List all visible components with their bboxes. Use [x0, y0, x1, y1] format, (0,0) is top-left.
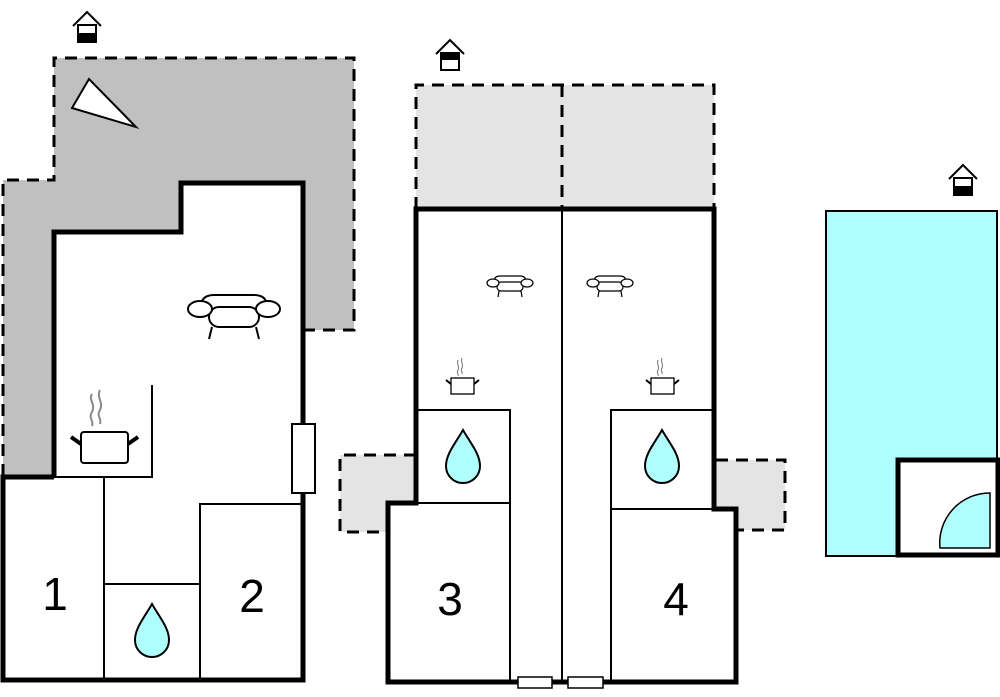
- room-label-4: 4: [663, 573, 689, 625]
- window-icon: [291, 423, 316, 494]
- upper-floor-house-icon: [435, 39, 465, 71]
- building-b: 3 4: [338, 39, 787, 689]
- wall-bath-3: [416, 409, 511, 682]
- kitchen-counter: [54, 385, 153, 478]
- terrace-b-top: [416, 85, 714, 209]
- room-label-1: 1: [42, 568, 68, 620]
- building-a: 1 2: [0, 11, 356, 683]
- pool: [825, 164, 1000, 558]
- ground-floor-house-icon: [948, 164, 978, 196]
- window-icon: [567, 676, 604, 689]
- terrace-a-outline: [1, 56, 356, 477]
- pool-steps-icon: [939, 492, 991, 549]
- room-label-3: 3: [437, 573, 463, 625]
- room-label-2: 2: [239, 570, 265, 622]
- sunbed-icon: [70, 77, 140, 130]
- wall-room2: [199, 503, 303, 680]
- terrace-a: [3, 58, 354, 477]
- wall-bath-4: [610, 409, 714, 682]
- window-icon: [517, 676, 553, 689]
- ground-floor-house-icon: [72, 11, 102, 43]
